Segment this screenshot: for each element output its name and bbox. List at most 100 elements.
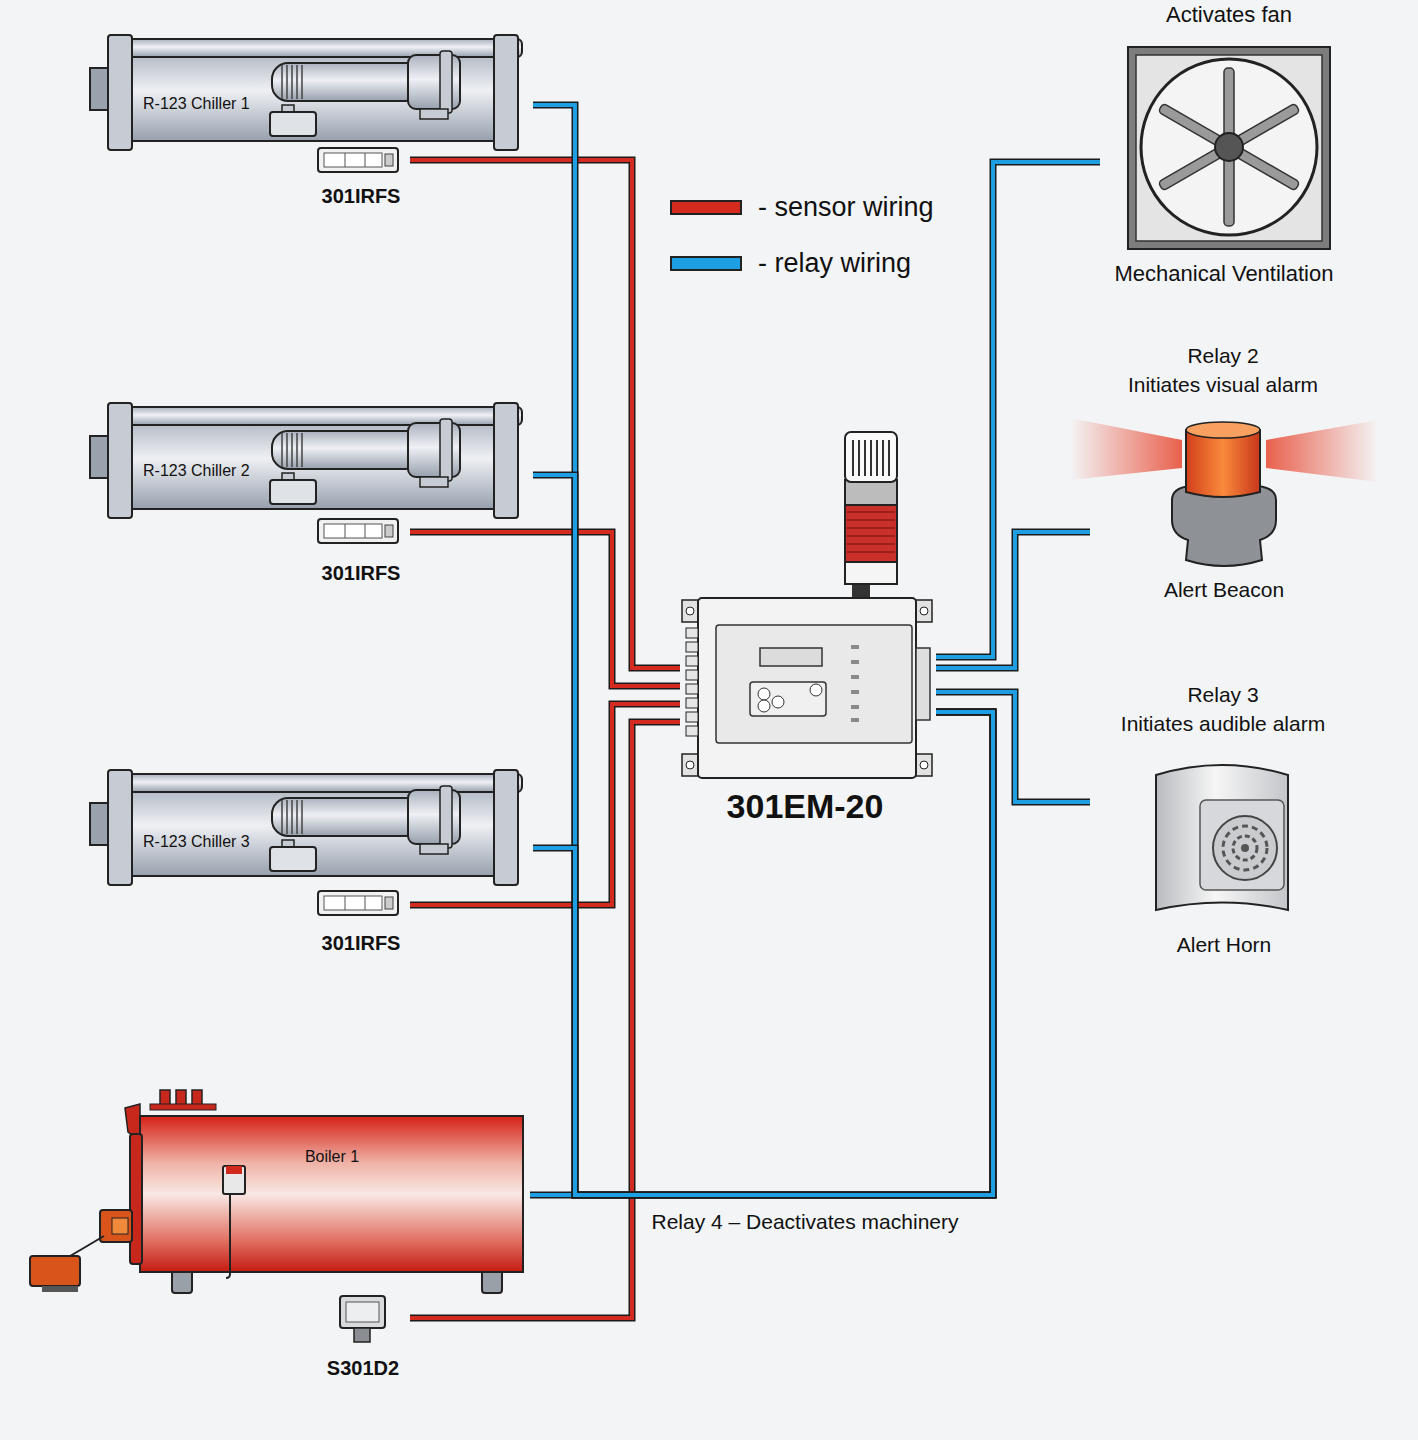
controller-drawing [686,642,698,652]
wire-outline [533,712,993,1195]
horn-drawing [1223,826,1267,870]
controller-drawing [758,700,770,712]
controller-drawing [686,698,698,708]
wire-core [533,475,993,1195]
boiler-drawing [226,1166,242,1174]
gas-sensor: 301IRFS [312,147,410,211]
alert-horn: Relay 3Initiates audible alarmAlert Horn [1090,678,1365,960]
controller-drawing [916,648,930,720]
chiller-drawing [90,403,522,518]
controller-drawing [845,480,897,505]
sensor-wire [410,160,680,668]
boiler-drawing [130,1134,142,1264]
node-label: R-123 Chiller 2 [143,461,250,480]
controller-drawing [853,440,889,476]
fan-drawing [1136,55,1322,241]
wire-outline [410,722,680,1318]
controller-drawing [851,660,859,664]
legend-swatch [670,256,742,271]
boiler-drawing [100,1210,132,1242]
boiler-unit: Boiler 1 [125,1100,530,1292]
horn-drawing [1156,765,1288,910]
relay-wire [530,712,993,1195]
ir-sensor-drawing [318,519,398,543]
chiller-unit: R-123 Chiller 3 [88,768,533,881]
fan-drawing [1215,133,1243,161]
legend-text: - sensor wiring [758,191,934,223]
controller-drawing [686,761,694,769]
wire-core [530,712,993,1195]
node-label: Relay 3 [1187,682,1258,707]
alert-beacon: Relay 2Initiates visual alarmAlert Beaco… [1090,340,1365,605]
wire-outline [936,532,1090,668]
relay-wire [936,532,1090,668]
node-label: S301D2 [327,1356,399,1380]
wire-core [936,532,1090,668]
controller-drawing [686,712,698,722]
ir-sensor-drawing [318,148,398,172]
controller-drawing [686,684,698,694]
wire-outline [410,160,680,668]
node-sublabel: Alert Horn [1177,932,1272,957]
horn-drawing [1213,816,1277,880]
gas-controller: 301EM-20 [680,596,936,828]
boiler-drawing [150,1104,216,1110]
horn-drawing [1241,844,1249,852]
node-label: 301IRFS [322,561,401,585]
controller-drawing [686,656,698,666]
boiler-drawing [112,1218,128,1234]
legend-row: - sensor wiring [670,191,934,223]
legend-swatch [670,200,742,215]
controller-drawing [758,688,770,700]
combustible-sensor-drawing [346,1302,379,1322]
ventilation-fan: Activates fanMechanical Ventilation [1100,2,1360,292]
boiler-drawing [140,1116,523,1272]
wire-core [410,160,680,668]
relay-wire [533,475,993,1195]
controller-drawing [851,675,859,679]
controller-drawing [851,645,859,722]
sensor-wire [410,704,680,905]
node-label: R-123 Chiller 1 [143,94,250,113]
controller-drawing [772,696,784,708]
edge-label: Relay 4 – Deactivates machinery [648,1209,963,1234]
boiler-drawing [42,1286,78,1292]
controller-drawing [845,505,897,562]
boiler-drawing [30,1256,80,1286]
controller-drawing [851,718,859,722]
node-label: R-123 Chiller 3 [143,832,250,851]
boiler-drawing [30,1090,523,1293]
horn-drawing [1156,765,1288,910]
fan-drawing [1128,47,1330,249]
horn-drawing [1200,800,1284,890]
controller-drawing [686,726,698,736]
gas-sensor: 301IRFS [312,889,410,953]
legend-row: - relay wiring [670,247,911,279]
node-label: 301IRFS [322,184,401,208]
node-label: 301EM-20 [727,786,884,827]
controller-drawing [845,432,897,482]
controller-drawing [810,684,822,696]
chiller-unit: R-123 Chiller 1 [88,33,533,146]
ir-sensor-drawing [318,891,398,915]
controller-drawing [920,761,928,769]
horn-drawing [1233,836,1257,860]
wire-outline [410,532,680,686]
gas-sensor: S301D2 [316,1292,410,1386]
wire-outline [410,704,680,905]
fan-drawing [1141,59,1317,235]
controller-drawing [851,705,859,709]
beacon-drawing [1070,418,1182,480]
legend-text: - relay wiring [758,247,911,279]
relay-wire [533,105,993,1195]
gas-sensor: 301IRFS [312,518,410,582]
beacon-drawing [1172,486,1276,566]
combustible-sensor-drawing [354,1328,370,1342]
wire-core [410,532,680,686]
chiller-drawing [90,770,522,885]
controller-drawing [686,628,698,736]
node-label: Activates fan [1166,2,1292,28]
controller-drawing [851,690,859,694]
controller-drawing [750,682,826,716]
